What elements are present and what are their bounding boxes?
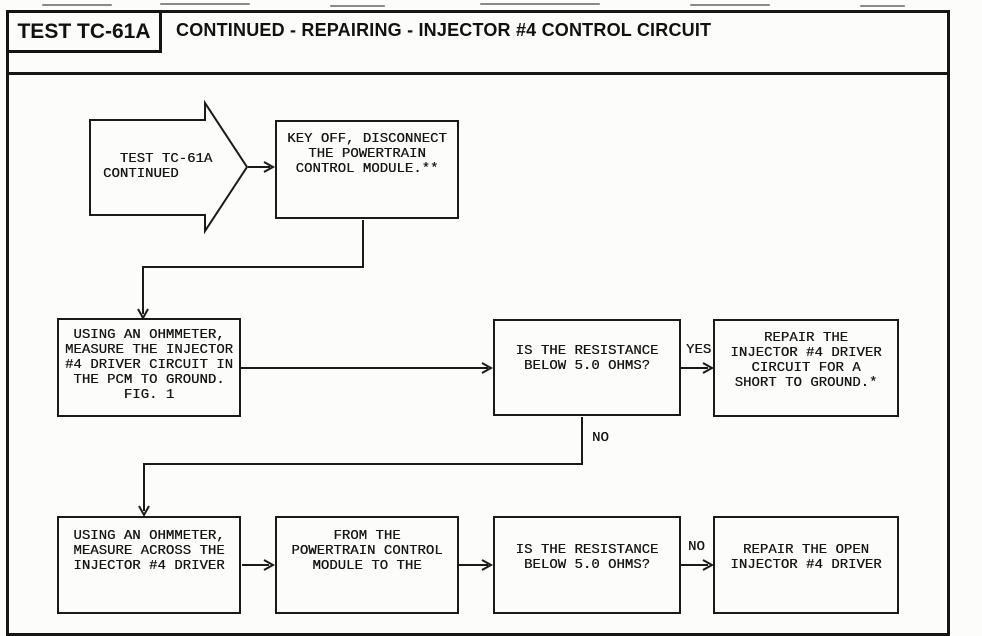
scan-artifact bbox=[690, 4, 770, 6]
test-id-label: TEST TC-61A bbox=[17, 19, 151, 43]
edge-label-no-2: NO bbox=[688, 539, 705, 555]
step-box-measure-pcm-ground: USING AN OHMMETER, MEASURE THE INJECTOR … bbox=[57, 318, 241, 417]
header-divider-rule bbox=[6, 72, 950, 75]
action-box-repair-short: REPAIR THE INJECTOR #4 DRIVER CIRCUIT FO… bbox=[713, 319, 899, 417]
decision-box-resistance-1: IS THE RESISTANCE BELOW 5.0 OHMS? bbox=[493, 319, 681, 416]
step-box-key-off: KEY OFF, DISCONNECT THE POWERTRAIN CONTR… bbox=[275, 120, 459, 219]
scan-artifact bbox=[42, 4, 112, 6]
scan-artifact bbox=[860, 5, 905, 7]
step-box-from-pcm: FROM THE POWERTRAIN CONTROL MODULE TO TH… bbox=[275, 516, 459, 614]
scan-artifact bbox=[330, 5, 385, 7]
scan-artifact bbox=[160, 3, 250, 5]
test-id-box: TEST TC-61A bbox=[6, 10, 162, 53]
step-box-measure-across-driver: USING AN OHMMETER, MEASURE ACROSS THE IN… bbox=[57, 516, 241, 614]
scan-artifact bbox=[480, 3, 600, 5]
page-title: CONTINUED - REPAIRING - INJECTOR #4 CONT… bbox=[176, 20, 712, 40]
scanned-service-manual-page: { "header": { "test_label": "TEST TC-61A… bbox=[6, 3, 950, 636]
edge-label-no-1: NO bbox=[592, 430, 609, 446]
action-box-repair-open: REPAIR THE OPEN INJECTOR #4 DRIVER bbox=[713, 516, 899, 614]
entry-arrow-label: TEST TC-61A CONTINUED bbox=[103, 151, 213, 182]
decision-box-resistance-2: IS THE RESISTANCE BELOW 5.0 OHMS? bbox=[493, 516, 681, 614]
edge-label-yes: YES bbox=[686, 342, 712, 358]
